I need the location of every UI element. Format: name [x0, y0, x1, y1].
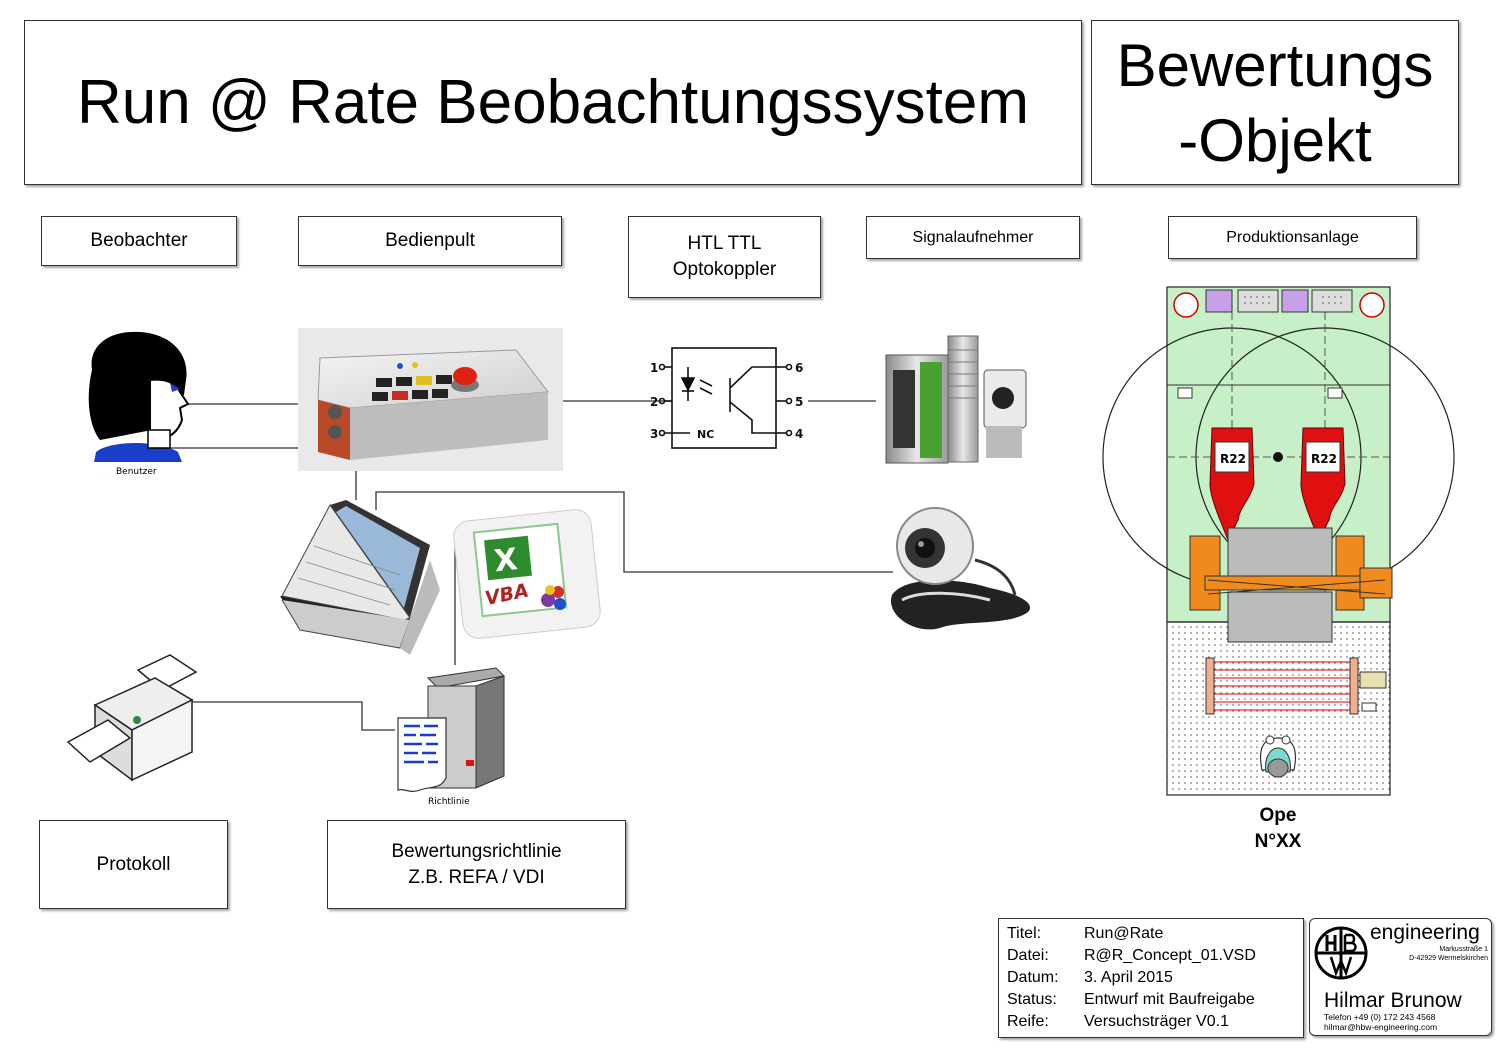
- svg-text:5: 5: [795, 395, 803, 409]
- company-logo-block: engineering Markusstraße 1 D-42929 Werme…: [1309, 918, 1492, 1036]
- label-produktionsanlage: Produktionsanlage: [1168, 216, 1417, 259]
- svg-text:6: 6: [795, 361, 803, 375]
- title-block-row: Reife:Versuchsträger V0.1: [1007, 1013, 1229, 1030]
- laptop-icon: [280, 500, 440, 655]
- svg-text:R22: R22: [1311, 452, 1337, 466]
- sensor-icon: [885, 335, 1027, 464]
- diagram-title: Run @ Rate Beobachtungssystem: [24, 20, 1082, 185]
- printer-icon: [66, 654, 198, 782]
- label-optokoppler: HTL TTL Optokoppler: [628, 216, 821, 298]
- svg-text:1: 1: [650, 361, 658, 375]
- control-panel-icon: [298, 328, 563, 471]
- label-beobachter: Beobachter: [41, 216, 237, 266]
- label-bewertungsrichtlinie: Bewertungsrichtlinie Z.B. REFA / VDI: [327, 820, 626, 909]
- label-bedienpult: Bedienpult: [298, 216, 562, 266]
- logo-contact: Telefon +49 (0) 172 243 4568 hilmar@hbw-…: [1324, 1012, 1438, 1032]
- object-title: Bewertungs -Objekt: [1091, 20, 1459, 185]
- title-block-row: Datei:R@R_Concept_01.VSD: [1007, 947, 1256, 964]
- operation-number: N°XX: [1254, 830, 1302, 852]
- optocoupler-pins: 1 2 3 6 5 4 NC: [650, 361, 803, 441]
- hbw-logo-icon: [1314, 926, 1368, 980]
- production-cell-layout: R22 R22: [1102, 286, 1455, 796]
- logo-person-name: Hilmar Brunow: [1324, 989, 1462, 1012]
- webcam-icon: [890, 507, 1031, 630]
- svg-text:R22: R22: [1220, 452, 1246, 466]
- operation-name: Ope: [1259, 805, 1297, 826]
- svg-text:3: 3: [650, 427, 658, 441]
- benutzer-caption: Benutzer: [116, 467, 157, 477]
- title-block-row: Status:Entwurf mit Baufreigabe: [1007, 991, 1255, 1008]
- logo-address: Markusstraße 1 D-42929 Wermelskirchen: [1409, 946, 1488, 962]
- svg-text:X: X: [493, 542, 520, 579]
- title-block: Titel:Run@Rate Datei:R@R_Concept_01.VSD …: [998, 918, 1304, 1038]
- svg-text:4: 4: [795, 427, 803, 441]
- title-block-row: Titel:Run@Rate: [1007, 925, 1164, 942]
- logo-brand: engineering: [1370, 921, 1480, 944]
- operation-label: Ope N°XX: [1230, 803, 1326, 854]
- svg-text:NC: NC: [697, 428, 714, 441]
- guideline-document-icon: [397, 717, 447, 793]
- excel-vba-icon: X VBA: [453, 509, 601, 639]
- optocoupler-schematic: [658, 347, 793, 449]
- title-block-row: Datum:3. April 2015: [1007, 969, 1173, 986]
- user-icon: [88, 331, 190, 462]
- label-signalaufnehmer: Signalaufnehmer: [866, 216, 1080, 259]
- label-protokoll: Protokoll: [39, 820, 228, 909]
- svg-text:2: 2: [650, 395, 658, 409]
- richtlinie-caption: Richtlinie: [428, 797, 470, 807]
